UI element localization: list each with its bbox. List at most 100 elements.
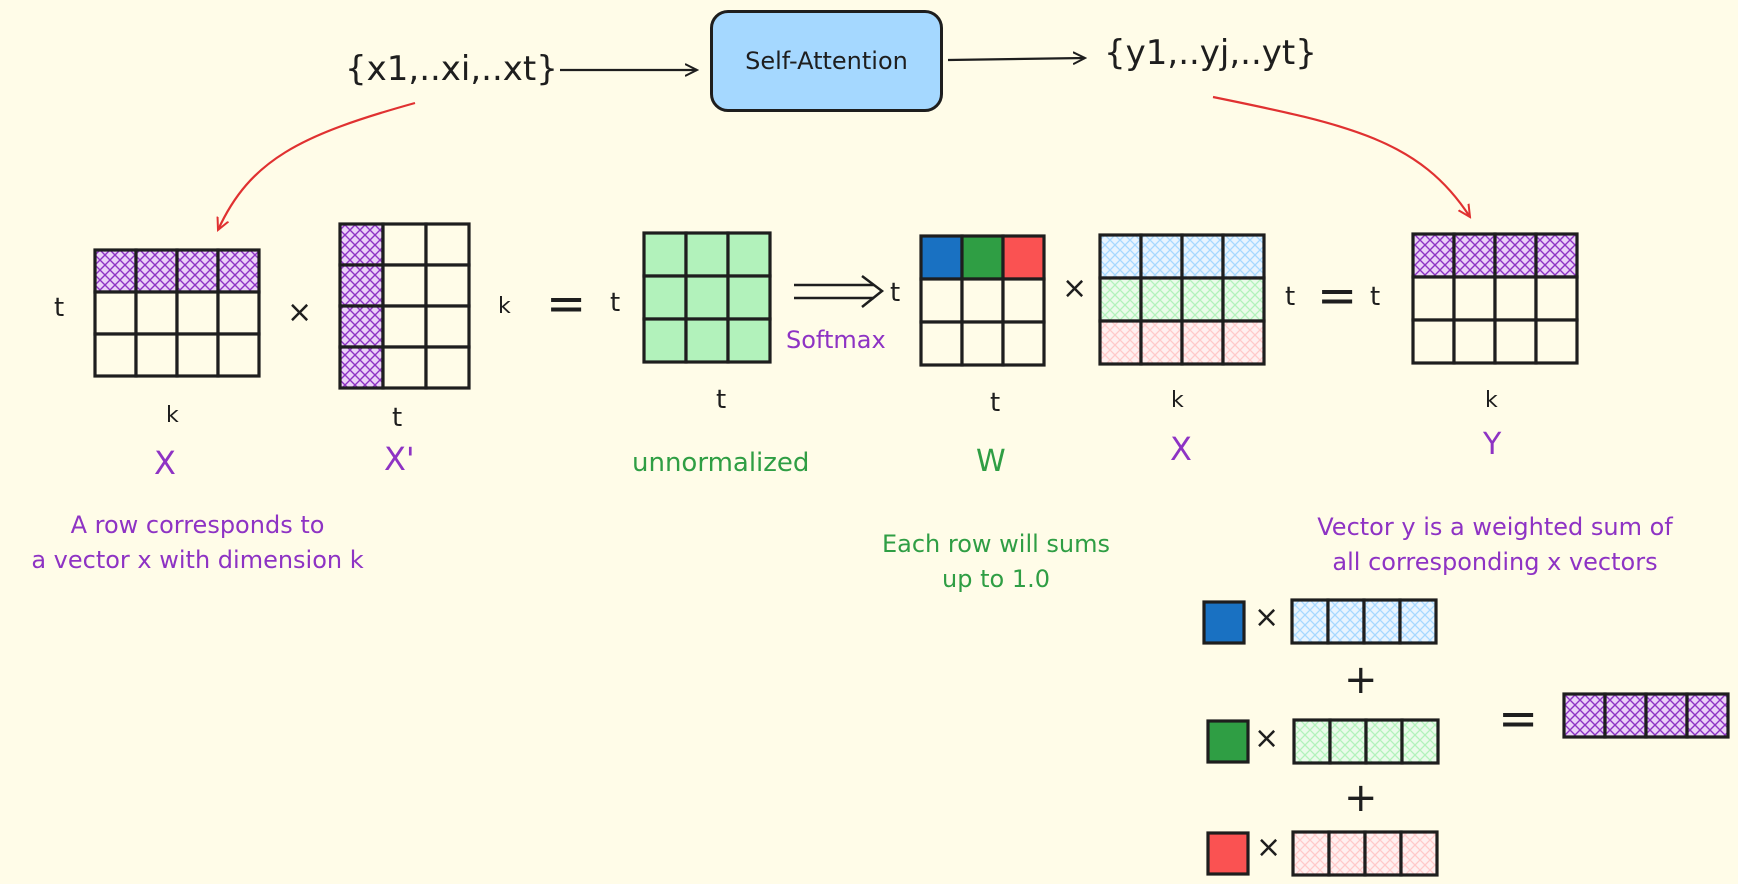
matrix-cell [175,290,220,336]
label-x: X [154,444,176,482]
dim-t-xt: t [392,403,403,433]
ws-equals: = [1498,691,1539,747]
vector-cell-blue [1290,598,1330,645]
weight-blue-square [1202,600,1246,645]
w-note-line1: Each row will sums [881,530,1111,558]
matrix-cell [424,304,471,349]
matrix-cell [642,231,688,278]
matrix-cell [1098,319,1143,366]
matrix-cell [1001,234,1046,281]
times-1: × [287,295,313,330]
vector-cell-red [1291,830,1331,877]
matrix-x-second [1098,233,1266,366]
times-2: × [1062,271,1088,306]
w-note: Each row will sums up to 1.0 [846,527,1146,597]
matrix-cell [1411,318,1456,365]
ws-plus-2: + [1344,775,1378,821]
matrix-cell [919,320,964,367]
vector-cell-result [1603,692,1648,739]
matrix-w [919,234,1046,367]
matrix-cell [1221,276,1266,323]
dim-t-y: t [1370,282,1381,312]
matrix-cell [919,277,964,324]
label-x-second: X [1170,430,1192,468]
vector-cell-result [1644,692,1689,739]
matrix-cell [960,234,1005,281]
matrix-cell [381,304,428,349]
matrix-cell [134,332,179,378]
matrix-cell [175,248,220,294]
vector-cell-red [1327,830,1367,877]
equals-2: = [1317,268,1358,324]
output-arrow [947,58,1085,60]
matrix-cell [93,290,138,336]
weighted-sum-breakdown [1202,598,1730,877]
vector-cell-red [1363,830,1403,877]
dim-t-x2: t [1285,282,1296,312]
matrix-cell [1493,275,1538,322]
equals-1: = [546,276,587,332]
dim-k-y: k [1485,388,1498,413]
matrix-cell [338,263,385,308]
matrix-cell [338,345,385,390]
ws-plus-1: + [1344,657,1378,703]
label-x-transpose: X' [384,440,415,478]
weight-green-square [1206,719,1250,764]
matrix-cell [216,332,261,378]
matrix-cell [1493,232,1538,279]
dim-t-w-col: t [990,388,1001,418]
matrix-cell [93,332,138,378]
vector-cell-green [1364,718,1404,765]
matrix-y [1411,232,1579,365]
dim-t-u-row: t [610,288,621,318]
matrix-cell [1452,318,1497,365]
matrix-cell [684,317,730,364]
matrix-cell [175,332,220,378]
matrix-cell [134,248,179,294]
matrix-cell [1139,233,1184,280]
matrix-cell [960,320,1005,367]
label-w: W [976,444,1006,479]
y-note-line1: Vector y is a weighted sum of [1317,513,1673,541]
label-unnormalized: unnormalized [632,448,810,478]
ws-times-green: × [1254,721,1280,756]
y-note-line2: all corresponding x vectors [1332,548,1658,576]
matrix-cell [726,317,772,364]
matrix-cell [1534,275,1579,322]
input-sequence: {x1,..xi,..xt} [345,49,558,89]
vector-cell-green [1400,718,1440,765]
matrix-cell [1139,319,1184,366]
matrix-cell [1411,275,1456,322]
weight-red-square [1206,831,1250,876]
matrix-cell [1180,319,1225,366]
matrix-cell [381,345,428,390]
matrix-cell [1411,232,1456,279]
vector-cell-green [1292,718,1332,765]
dim-k-xt: k [498,294,511,319]
matrix-cell [1001,320,1046,367]
matrix-cell [1452,232,1497,279]
matrix-cell [93,248,138,294]
matrix-cell [642,317,688,364]
dim-k-x2: k [1171,388,1184,413]
matrix-cell [684,274,730,321]
dim-t-w-row: t [890,278,901,308]
matrix-cell [424,263,471,308]
matrix-cell [684,231,730,278]
matrix-cell [134,290,179,336]
ws-times-blue: × [1254,600,1280,635]
matrix-cell [1452,275,1497,322]
vector-cell-green [1328,718,1368,765]
row-note-line1: A row corresponds to [70,511,325,539]
dim-t-u-col: t [716,385,727,415]
vector-cell-blue [1362,598,1402,645]
dim-t-x: t [54,293,65,323]
matrix-cell [1534,318,1579,365]
label-y: Y [1483,427,1502,462]
red-arrow-to-x [218,101,416,230]
row-note: A row corresponds to a vector x with dim… [0,508,395,578]
dim-k-x: k [166,403,179,428]
w-note-line2: up to 1.0 [942,565,1050,593]
matrix-cell [726,231,772,278]
